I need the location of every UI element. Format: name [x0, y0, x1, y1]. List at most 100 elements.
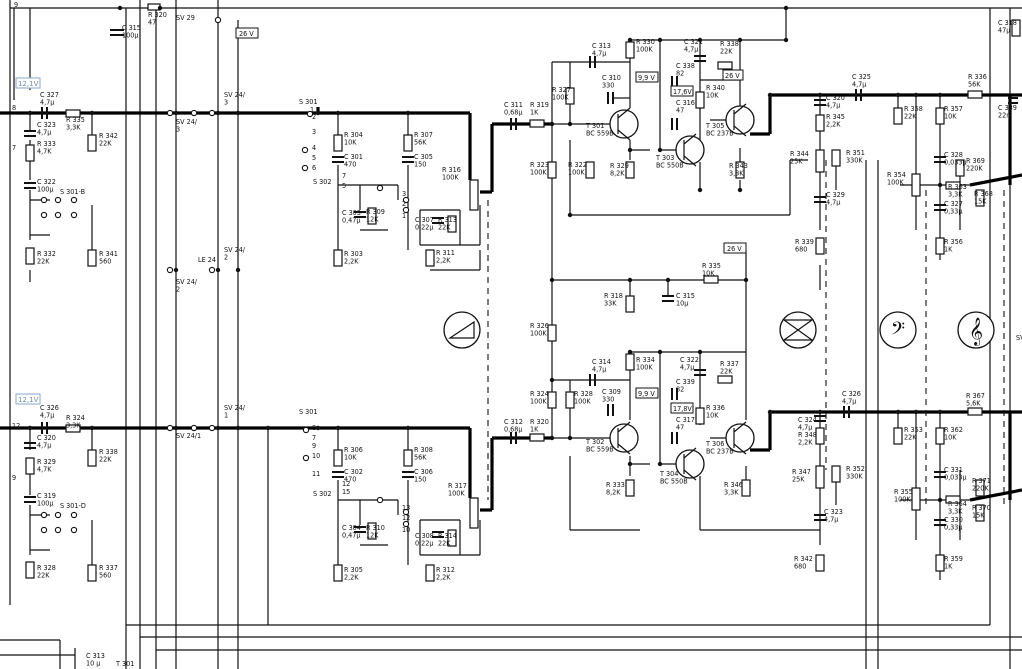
pin-number: 9 — [312, 441, 316, 450]
terminal — [54, 511, 62, 519]
edge-label: 8 — [12, 103, 16, 112]
edge-label: 9 — [12, 473, 16, 482]
junction-dot — [665, 277, 671, 283]
voltage-label: 17,6V — [673, 87, 692, 96]
pin-number: 8 — [312, 423, 316, 432]
terminal — [214, 16, 222, 24]
terminal — [166, 266, 174, 274]
junction-dot — [335, 110, 341, 116]
junction-dot — [817, 409, 823, 415]
junction-dot — [89, 110, 95, 116]
pin-number: 5 — [342, 181, 346, 190]
label-sv241b: SV 24/1 — [176, 431, 201, 440]
voltage-label-ref: 12,1V — [18, 80, 39, 88]
terminal — [208, 109, 216, 117]
pin-number: 7 — [342, 171, 346, 180]
pin-number: 3 — [402, 189, 406, 198]
terminal — [402, 196, 410, 204]
terminal — [306, 110, 314, 118]
junction-dot — [405, 425, 411, 431]
pin-number: 15 — [342, 487, 350, 496]
balance-icon — [779, 311, 817, 349]
terminal — [376, 184, 384, 192]
junction-dot — [235, 267, 241, 273]
junction-dot — [937, 497, 943, 503]
junction-dot — [657, 147, 663, 153]
label-le24: LE 24 — [198, 255, 216, 264]
junction-dot — [549, 121, 555, 127]
voltage-label: 26 V — [727, 244, 742, 253]
terminal — [40, 211, 48, 219]
edge-label: SV — [1016, 333, 1022, 342]
edge-label: 12 — [12, 421, 20, 430]
junction-dot — [895, 92, 901, 98]
junction-dot — [767, 409, 773, 415]
junction-dot — [157, 5, 163, 11]
terminal — [40, 511, 48, 519]
pin-number: 2 — [402, 199, 406, 208]
pin-number: 7 — [312, 433, 316, 442]
terminal — [376, 496, 384, 504]
terminal — [208, 266, 216, 274]
junction-dot — [937, 182, 943, 188]
junction-dot — [627, 349, 633, 355]
pin-number: 3 — [312, 127, 316, 136]
junction-dot — [315, 425, 321, 431]
terminal — [402, 508, 410, 516]
pin-number: 13 — [402, 503, 410, 512]
label-sv29: SV 29 — [176, 13, 195, 22]
terminal — [402, 206, 410, 214]
junction-dot — [627, 37, 633, 43]
svg-text:𝄞: 𝄞 — [969, 317, 983, 346]
junction-dot — [783, 5, 789, 11]
junction-dots — [27, 5, 943, 534]
junction-dot — [743, 277, 749, 283]
